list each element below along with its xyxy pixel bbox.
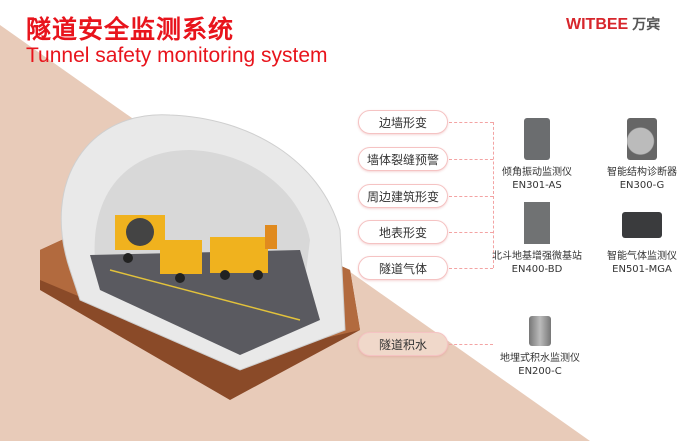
device-model: EN301-AS — [512, 180, 562, 191]
connector — [449, 122, 493, 123]
logo-cn: 万宾 — [632, 16, 661, 32]
device-model: EN501-MGA — [612, 264, 672, 275]
device-en501-mga: 智能气体监测仪 EN501-MGA — [587, 202, 692, 276]
device-en400-bd: 北斗地基增强微基站 EN400-BD — [482, 202, 592, 276]
base-station-icon — [524, 202, 550, 244]
device-en301-as: 倾角振动监测仪 EN301-AS — [482, 118, 592, 192]
device-model: EN400-BD — [511, 264, 563, 275]
connector — [449, 232, 493, 233]
device-model: EN300-G — [619, 180, 665, 191]
tag-side-wall-deformation: 边墙形变 — [358, 110, 448, 134]
tag-tunnel-gas: 隧道气体 — [358, 256, 448, 280]
tag-building-deformation: 周边建筑形变 — [358, 184, 448, 208]
tag-wall-crack-warning: 墙体裂缝预警 — [358, 147, 448, 171]
device-en200-c: 地埋式积水监测仪 EN200-C — [485, 316, 595, 378]
device-en300-g: 智能结构诊断器 EN300-G — [587, 118, 692, 192]
tag-tunnel-water: 隧道积水 — [358, 332, 448, 356]
page-subtitle: Tunnel safety monitoring system — [26, 44, 328, 67]
connector — [449, 196, 493, 197]
device-model: EN200-C — [518, 366, 562, 377]
device-name: 智能气体监测仪 — [607, 251, 677, 262]
logo-brand: WITBEE — [566, 16, 629, 33]
connector — [493, 122, 494, 268]
connector — [449, 159, 493, 160]
device-name: 倾角振动监测仪 — [502, 167, 572, 178]
connector — [449, 344, 493, 345]
page-title: 隧道安全监测系统 — [26, 15, 235, 44]
tunnel-illustration — [40, 114, 360, 400]
gas-monitor-icon — [622, 212, 662, 238]
tag-ground-deformation: 地表形变 — [358, 220, 448, 244]
device-name: 北斗地基增强微基站 — [492, 251, 582, 262]
connector — [449, 268, 493, 269]
structure-diagnostic-icon — [627, 118, 657, 160]
water-sensor-icon — [529, 316, 551, 346]
device-name: 智能结构诊断器 — [607, 167, 677, 178]
tilt-sensor-icon — [524, 118, 550, 160]
device-name: 地埋式积水监测仪 — [500, 353, 580, 364]
